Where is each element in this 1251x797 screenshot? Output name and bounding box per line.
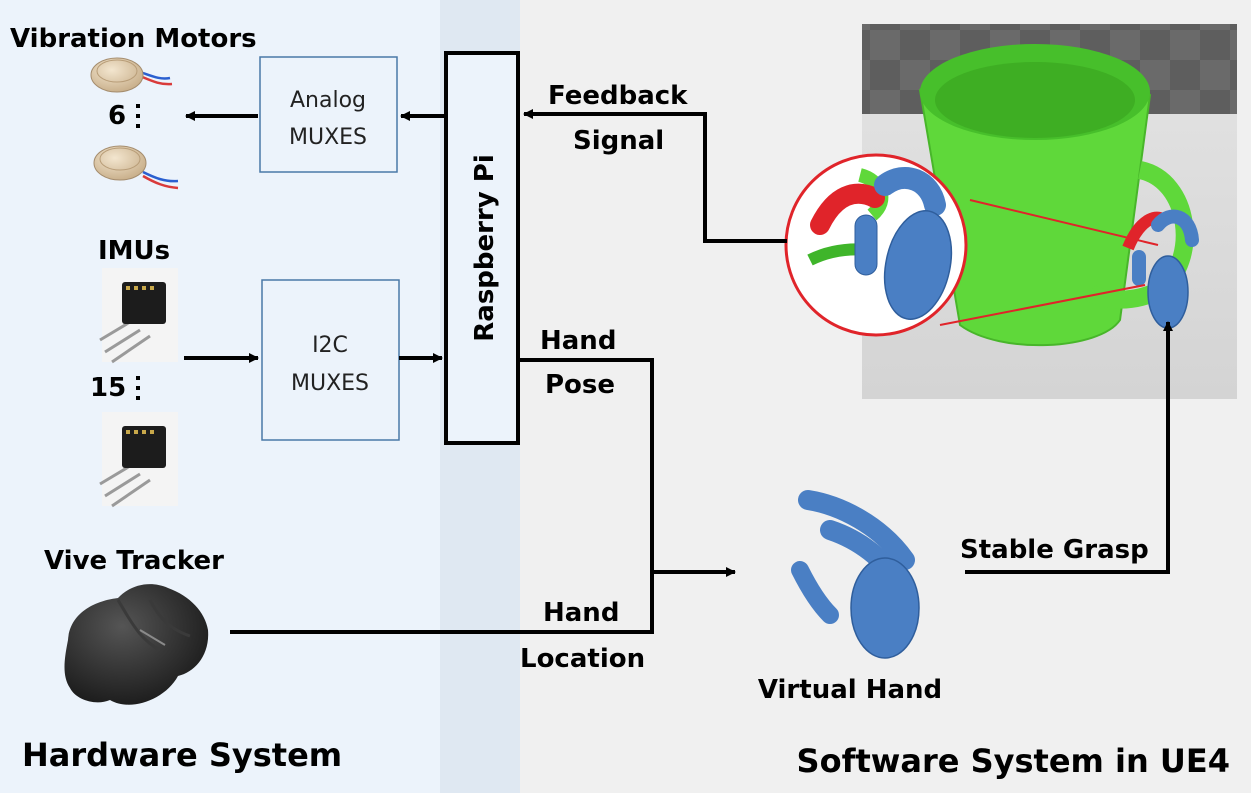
raspberry-pi-box bbox=[444, 51, 520, 445]
imu-ellipsis bbox=[136, 376, 140, 400]
imus-label: IMUs bbox=[98, 236, 170, 266]
hand-location-label-line2: Location bbox=[520, 644, 645, 674]
virtual-hand-label: Virtual Hand bbox=[758, 675, 942, 705]
feedback-label-line2: Signal bbox=[573, 126, 664, 156]
arrow-feedback-signal bbox=[523, 109, 787, 243]
vive-tracker-label: Vive Tracker bbox=[44, 546, 224, 576]
hand-location-label-line1: Hand bbox=[543, 598, 619, 628]
motor-ellipsis bbox=[136, 104, 140, 128]
virtual-hand bbox=[791, 490, 920, 659]
vibration-motor-top bbox=[90, 57, 173, 93]
hand-pose-label-line2: Pose bbox=[545, 370, 615, 400]
vibration-motors-label: Vibration Motors bbox=[10, 24, 257, 54]
arrow-stable-grasp bbox=[965, 321, 1173, 574]
grasp-hand bbox=[1147, 255, 1189, 329]
zoom-line-top bbox=[969, 199, 1159, 246]
zoom-circle bbox=[784, 153, 968, 337]
software-system-title: Software System in UE4 bbox=[797, 742, 1230, 780]
analog-mux-line2: MUXES bbox=[289, 125, 367, 150]
motor-count: 6 bbox=[108, 101, 126, 131]
stable-grasp-label: Stable Grasp bbox=[960, 535, 1149, 565]
analog-mux-box bbox=[259, 56, 398, 173]
zoom-line-bottom bbox=[939, 284, 1146, 326]
imu-bottom bbox=[99, 412, 178, 508]
raspberry-pi-label: Raspberry Pi bbox=[470, 154, 500, 342]
line-hand-pose bbox=[520, 358, 654, 572]
imu-top bbox=[99, 268, 178, 364]
hand-pose-label-line1: Hand bbox=[540, 326, 616, 356]
i2c-mux-line1: I2C bbox=[312, 333, 348, 358]
imu-count: 15 bbox=[90, 373, 126, 403]
arrow-hand-location bbox=[230, 567, 736, 634]
vibration-motor-bottom bbox=[93, 145, 179, 190]
vive-tracker-image bbox=[64, 584, 209, 705]
analog-mux-line1: Analog bbox=[290, 88, 366, 113]
i2c-mux-line2: MUXES bbox=[291, 371, 369, 396]
hardware-system-title: Hardware System bbox=[22, 736, 342, 774]
feedback-label-line1: Feedback bbox=[548, 81, 688, 111]
